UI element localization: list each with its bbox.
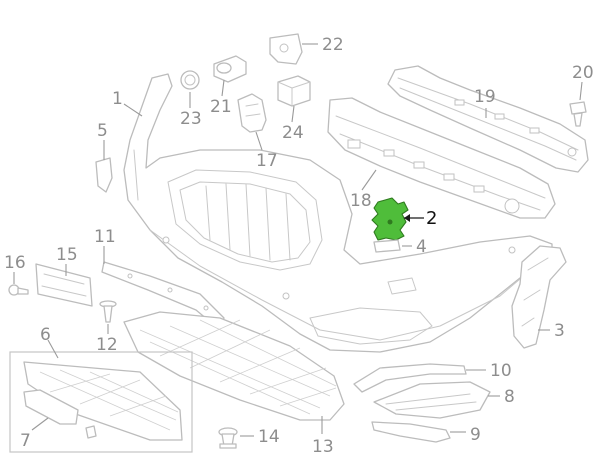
callout-19[interactable]: 19 [474,87,496,107]
part-16-bolt[interactable] [8,284,29,296]
callout-7[interactable]: 7 [20,431,31,451]
callout-9[interactable]: 9 [470,425,481,445]
part-15-plate-bracket[interactable] [35,263,93,307]
inset-box-6-7 [9,351,193,453]
callout-22[interactable]: 22 [322,35,344,55]
part-14-clip[interactable] [218,427,238,449]
callout-16[interactable]: 16 [4,253,26,273]
part-13-lower-grille[interactable] [123,311,345,421]
callout-5[interactable]: 5 [97,121,108,141]
callout-18[interactable]: 18 [350,191,372,211]
callout-24[interactable]: 24 [282,123,304,143]
callout-3[interactable]: 3 [554,321,565,341]
callout-17[interactable]: 17 [256,151,278,171]
callout-15[interactable]: 15 [56,245,78,265]
callout-12[interactable]: 12 [96,335,118,355]
part-6-grille-insert[interactable] [23,361,183,441]
callout-2[interactable]: 2 [426,208,437,229]
part-20-bolt[interactable] [569,101,587,127]
part-19-reinforcement-bar[interactable] [387,65,589,173]
callout-6[interactable]: 6 [40,325,51,345]
part-5-clip[interactable] [95,157,113,193]
part-4-pad[interactable] [373,239,401,253]
callout-20[interactable]: 20 [572,63,594,83]
callout-8[interactable]: 8 [504,387,515,407]
part-12-push-pin[interactable] [99,300,117,323]
callout-13[interactable]: 13 [312,437,334,457]
part-24-module[interactable] [277,75,311,107]
part-22-bracket[interactable] [269,33,303,65]
part-23-sensor-ring[interactable] [180,70,200,90]
callout-11[interactable]: 11 [94,227,116,247]
callout-labels: 1 2 3 4 5 6 7 8 9 10 11 12 13 14 15 16 1… [4,35,594,457]
callout-1[interactable]: 1 [112,89,123,109]
callout-4[interactable]: 4 [416,237,427,257]
callout-14[interactable]: 14 [258,427,280,447]
highlight-shape [371,197,409,241]
callout-23[interactable]: 23 [180,109,202,129]
part-1-bumper-cover[interactable] [123,73,553,353]
part-7-trim[interactable] [23,389,79,425]
part-17-bracket[interactable] [237,93,267,133]
part-8-fog-bracket[interactable] [373,381,491,419]
part-10-trim-strip[interactable] [353,363,467,393]
part-9-lower-trim[interactable] [371,421,451,443]
part-21-parking-sensor[interactable] [213,55,247,83]
leader-lines [13,43,583,437]
part-3-side-bracket[interactable] [511,245,567,349]
part-18-absorber[interactable] [327,97,556,219]
callout-10[interactable]: 10 [490,361,512,381]
part-2-bracket-highlighted[interactable] [371,197,409,241]
callout-21[interactable]: 21 [210,97,232,117]
